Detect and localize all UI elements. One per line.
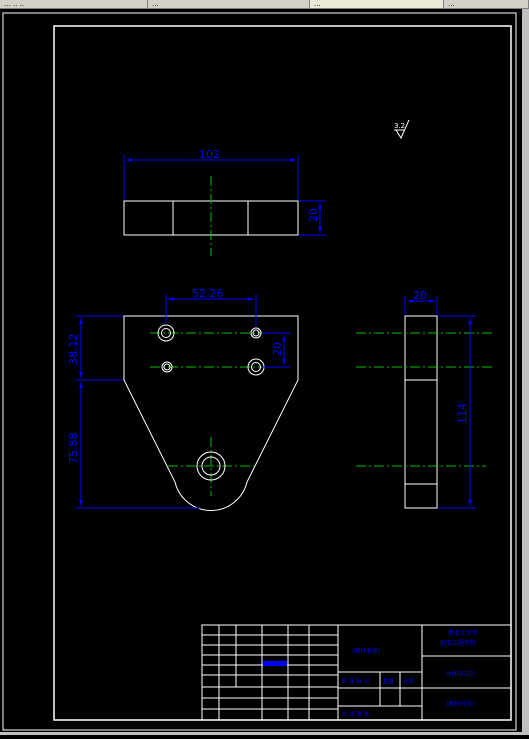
dim-side-width-label: 20: [413, 289, 427, 302]
sheet-border-inner: [53, 25, 512, 721]
title-block-text: (图样名称) 黑龙江大学 机电工程学院 (材料标记) (图样代号) 阶 段 标 …: [263, 629, 478, 718]
document-tab[interactable]: ... .. ..: [0, 0, 148, 9]
top-view: [123, 176, 299, 256]
dim-hole-spacing-label: 52.26: [192, 287, 224, 300]
title-block: [201, 624, 512, 721]
dim-lower-height: 75.88: [67, 382, 200, 509]
cad-drawing-canvas[interactable]: 3.2 102 20: [0, 9, 529, 735]
company-line2: 机电工程学院: [440, 639, 476, 647]
vertical-scrollbar[interactable]: [522, 9, 529, 735]
dim-hole-vertical-label: 20: [271, 342, 284, 356]
weight-label: 重量: [383, 677, 395, 685]
dim-lower-height-label: 75.88: [67, 433, 80, 465]
dim-upper-height: 38.12: [67, 315, 123, 381]
dim-hole-spacing: 52.26: [165, 287, 257, 326]
dim-side-height: 114: [438, 315, 476, 509]
document-tab[interactable]: ...: [310, 0, 444, 9]
dim-hole-vertical: 20: [262, 332, 290, 368]
roughness-symbol: 3.2: [394, 119, 410, 140]
dim-top-height-label: 20: [307, 208, 320, 222]
sheet-border-outer: [2, 12, 517, 731]
dim-top-width: 102: [123, 148, 299, 200]
front-view: [123, 315, 299, 511]
document-tab-bar: ... .. .. ... ... ...: [0, 0, 529, 9]
cad-drawing-svg: 3.2 102 20: [2, 12, 517, 731]
dim-top-width-label: 102: [199, 148, 220, 161]
horizontal-scrollbar[interactable]: [0, 732, 529, 735]
tab-label: ...: [448, 0, 455, 8]
document-tab[interactable]: ...: [444, 0, 529, 9]
tab-label: ...: [314, 0, 321, 8]
scale-label: 比例: [403, 677, 415, 685]
roughness-value: 3.2: [394, 122, 405, 130]
material-field: (材料标记): [446, 670, 475, 678]
company-line1: 黑龙江大学: [448, 629, 478, 637]
dim-side-width: 20: [404, 289, 438, 315]
dim-top-height: 20: [299, 200, 326, 236]
tab-label: ...: [152, 0, 159, 8]
drawing-name-field: (图样名称): [352, 647, 381, 655]
side-view: [356, 315, 492, 509]
dim-upper-height-label: 38.12: [67, 334, 80, 366]
sheet-label: 共 张 第 张: [342, 710, 370, 718]
title-block-fill-mark: [263, 661, 287, 666]
tab-label: ... .. ..: [4, 0, 25, 8]
dim-side-height-label: 114: [456, 403, 469, 424]
stage-label: 阶 段 标 记: [342, 677, 370, 685]
document-tab[interactable]: ...: [148, 0, 310, 9]
drawing-code-field: (图样代号): [446, 700, 475, 708]
